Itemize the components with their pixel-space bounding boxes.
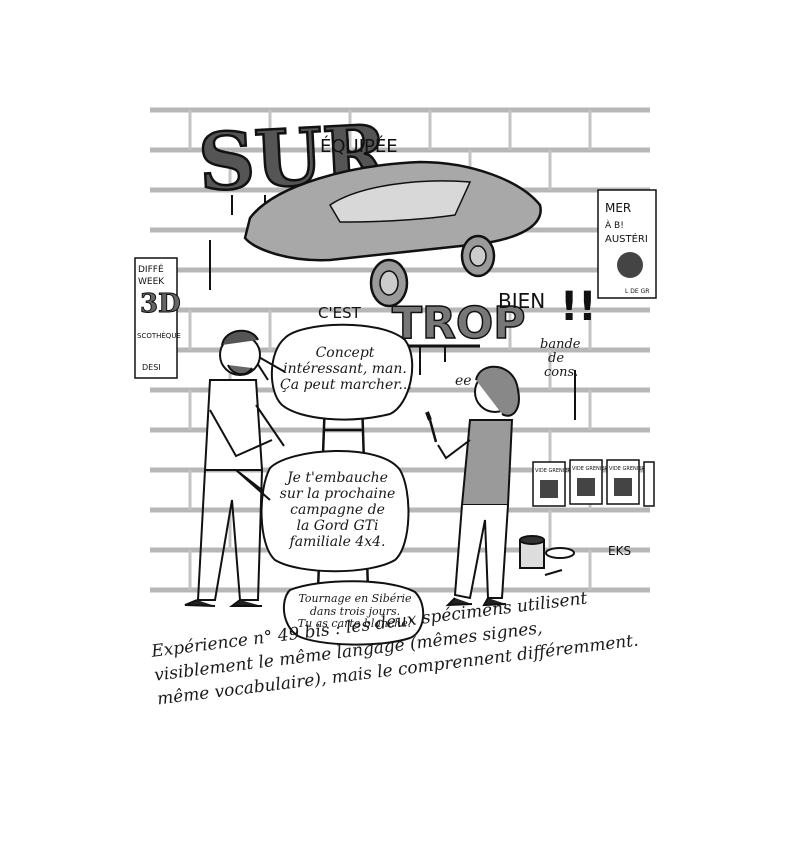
artist-character [425, 365, 520, 607]
poster-left-line-2: WEEK [138, 277, 165, 287]
graffiti-trop: TROP [392, 298, 526, 349]
bubble-3-line-1: Tournage en Sibérie [298, 592, 412, 605]
poster-left-line-1: DIFFÉ [138, 263, 164, 275]
poster-right-line-2: À B! [605, 219, 624, 231]
graffiti-bien: BIEN [498, 289, 545, 313]
bubble-2-line-5: familiale 4x4. [289, 534, 386, 551]
poster-left-line-3: 3D [140, 289, 181, 319]
poster-left: DIFFÉ WEEK 3D SCOTHÈQUE DESI [134, 257, 181, 379]
vide-grenier-posters: VIDE GRENIER VIDE GRENIER VIDE GRENIER [532, 459, 655, 507]
speech-bubble-3 [282, 580, 425, 646]
graffiti-bang: !! [560, 284, 596, 330]
paint-drips [209, 195, 576, 420]
graffiti-bande: bande [540, 337, 581, 352]
bubble-2-line-3: campagne de [290, 502, 385, 519]
artist-sound: ee [455, 373, 472, 389]
vide-grenier-2: VIDE GRENIER [572, 466, 608, 472]
bubble-3-line-2: dans trois jours. [309, 604, 401, 618]
bubble-1-line-1: Concept [315, 345, 375, 361]
paint-can [519, 535, 575, 576]
artist-signature: EKS [608, 544, 631, 558]
bubble-1-line-3: Ça peut marcher... [280, 377, 412, 394]
fist-icon [617, 252, 643, 278]
man-character [184, 329, 285, 607]
poster-left-line-5: DESI [142, 363, 161, 372]
poster-left-line-4: SCOTHÈQUE [137, 331, 181, 340]
poster-right-line-4: L DE GR [625, 288, 649, 295]
speech-bubble-2-text: Je t'embauche sur la prochaine campagne … [270, 470, 405, 550]
bubble-2-line-4: la Gord GTi [296, 518, 379, 535]
bubble-1-line-2: intéressant, man. [283, 361, 407, 378]
brick-joints [188, 110, 592, 590]
bubble-2-line-1: Je t'embauche [287, 470, 388, 486]
graffiti-cons: cons. [544, 365, 578, 380]
speech-bubble-1-text: Concept intéressant, man. Ça peut marche… [280, 345, 412, 394]
bubble-2-line-2: sur la prochaine [279, 486, 396, 503]
poster-right-line-1: MER [605, 201, 631, 215]
graffiti-de: de [548, 351, 564, 366]
vide-grenier-1: VIDE GRENIER [535, 468, 571, 474]
poster-right: MER À B! AUSTÉRI L DE GR [597, 189, 657, 299]
graffiti-equipee: ÉQUIPÉE [320, 135, 398, 157]
bubble-3-line-3: Tu as carte blanche! [297, 617, 413, 631]
speech-bubble-3-text: Tournage en Sibérie dans trois jours. Tu… [290, 592, 420, 631]
graffiti-cest: C'EST [318, 304, 362, 322]
car-drawing [243, 160, 542, 308]
poster-right-line-3: AUSTÉRI [605, 232, 648, 245]
vide-grenier-3: VIDE GRENIER [609, 466, 645, 472]
